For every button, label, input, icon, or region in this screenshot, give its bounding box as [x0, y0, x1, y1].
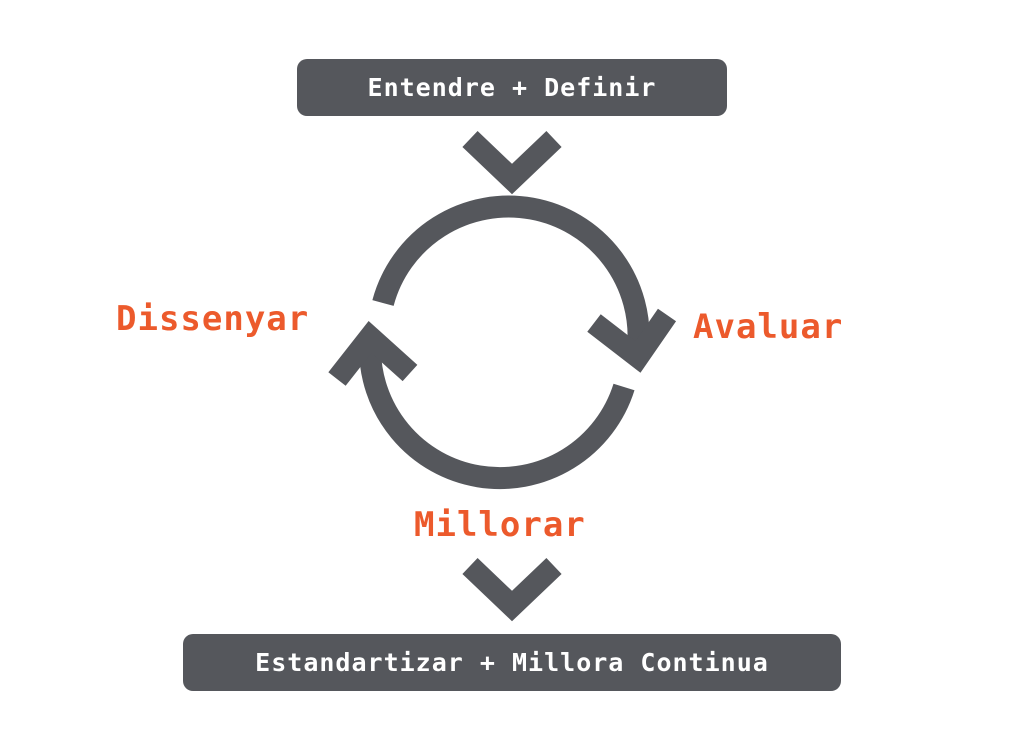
upper-cycle-arc	[372, 195, 650, 351]
cycle-arrows-icon	[328, 195, 677, 490]
chevron-down-icon	[462, 131, 562, 195]
stage-label-dissenyar: Dissenyar	[116, 299, 310, 339]
end-step-label: Estandartizar + Millora Continua	[255, 648, 769, 677]
lower-cycle-arrowhead	[328, 320, 418, 386]
stage-label-millorar: Millorar	[414, 505, 586, 545]
end-step-box: Estandartizar + Millora Continua	[183, 634, 841, 691]
start-step-box: Entendre + Definir	[297, 59, 727, 116]
upper-cycle-arrowhead	[587, 308, 677, 373]
chevron-down-icon	[462, 558, 562, 622]
lower-cycle-arc	[358, 344, 635, 490]
start-step-label: Entendre + Definir	[367, 73, 657, 102]
stage-label-avaluar: Avaluar	[693, 307, 844, 347]
